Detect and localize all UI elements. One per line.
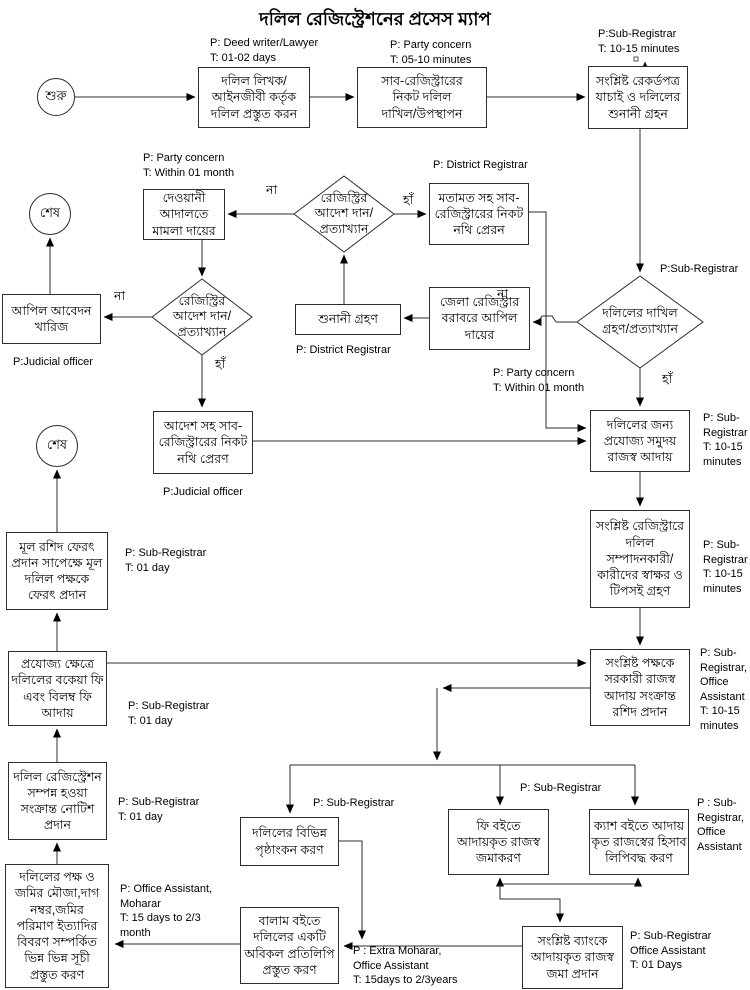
diagram-title: দলিল রেজিস্ট্রেশনের প্রসেস ম্যাপ	[259, 9, 491, 29]
annotation-district-reg-top: P: District Registrar	[433, 159, 528, 171]
annotation-party-appeal: P: Party concern T: Within 01 month	[493, 367, 585, 394]
decision-registry-order-1	[294, 176, 394, 252]
node-submit-deed: সাব-রেজিস্ট্রারের নিকট দলিল দাখিল/উপস্থা…	[357, 67, 487, 128]
annotation-office-moharar: P: Office Assistant, Moharar T: 15 days …	[120, 883, 213, 939]
node-bank-deposit: সংশ্লিষ্ট ব্যাংকে আদায়কৃত রাজস্ব জমা প্…	[522, 926, 623, 989]
annotation-subreg-revenue: P: Sub- Registrar T: 10-15 minutes	[703, 412, 748, 468]
annotation-subreg-cashbook: P : Sub- Registrar, Office Assistant	[697, 797, 745, 853]
branch-no-order1: না	[266, 183, 278, 197]
node-appeal-dismissed: আপিল আবেদন খারিজ	[2, 294, 101, 344]
edge-decision-no-to-appeal	[532, 316, 577, 326]
annotation-deed-writer: P: Deed writer/Lawyer T: 01-02 days	[210, 37, 319, 64]
node-fee-book: ফি বইতে আদায়কৃত রাজস্ব জমাকরণ	[448, 809, 549, 875]
node-send-opinion: মতামত সহ সাব- রেজিস্ট্রারের নিকট নথি প্র…	[429, 183, 529, 245]
node-send-order: আদেশ সহ সাব- রেজিস্ট্রারের নিকট নথি প্রে…	[153, 411, 253, 474]
node-prepare-deed: দলিল লিখক/ আইনজীবী কর্তৃক দলিল প্রস্তুত …	[198, 67, 310, 128]
decision-registry-order-2	[152, 279, 252, 355]
node-due-fees: প্রযোজ্য ক্ষেত্রে দলিলের বকেয়া ফি এবং ব…	[8, 651, 107, 726]
artifact-square	[634, 57, 638, 61]
branch-yes-order1: হাঁ	[403, 193, 414, 207]
end-terminator-mid: শেষ	[36, 425, 78, 467]
annotation-subreg-receipt: P: Sub- Registrar, Office Assistant T: 1…	[700, 647, 748, 732]
annotation-judicial-2: P:Judicial officer	[163, 486, 243, 498]
annotation-subreg-due: P: Sub-Registrar T: 01 day	[128, 700, 210, 727]
node-endorsement: দলিলের বিভিন্ন পৃষ্ঠাংকন করণ	[240, 817, 339, 866]
edge-endorsement-to-balamline	[339, 841, 366, 940]
node-cash-book: ক্যাশ বইতে আদায় কৃত রাজস্বের হিসাব লিপি…	[589, 809, 689, 875]
end-terminator-top: শেষ	[29, 193, 71, 235]
annotation-extra-moharar: P : Extra Moharar, Office Assistant T: 1…	[353, 945, 458, 987]
start-terminator: শুরু	[37, 78, 75, 116]
node-verify-records: সংশ্লিষ্ট রেকর্ডপত্র যাচাই ও দলিলের শুনা…	[588, 66, 688, 129]
node-return-deed: মূল রশিদ ফেরৎ প্রদান সাপেক্ষে মূল দলিল প…	[6, 532, 108, 610]
annotation-subreg-notice: P: Sub-Registrar T: 01 day	[118, 796, 200, 823]
decision-accept-reject	[577, 276, 703, 368]
node-issue-receipt: সংশ্লিষ্ট পক্ষকে সরকারী রাজস্ব আদায় সংক…	[590, 649, 690, 726]
annotation-subreg-return: P: Sub-Registrar T: 01 day	[125, 547, 207, 574]
node-notice-complete: দলিল রেজিস্ট্রেশন সম্পন্ন হওয়া সংক্রান্…	[8, 762, 107, 840]
annotation-party-court: P: Party concern T: Within 01 month	[143, 152, 235, 179]
annotation-judicial-1: P:Judicial officer	[13, 356, 93, 368]
branch-yes-accept: হাঁ	[662, 372, 673, 386]
branch-yes-order2: হাঁ	[215, 357, 226, 371]
edge-merge-to-bank	[500, 884, 564, 923]
annotation-subreg-hearing: P:Sub-Registrar T: 10-15 minutes	[598, 28, 680, 55]
branch-no-order2: না	[114, 289, 126, 303]
node-indexes: দলিলের পক্ষ ও জমির মৌজা,দাগ নম্বর,জমির প…	[5, 864, 109, 988]
annotation-subreg-feebook: P: Sub-Registrar	[520, 782, 602, 794]
branch-no-accept: না	[497, 287, 509, 301]
annotation-subreg-bank: P: Sub-Registrar Office Assistant T: 01 …	[630, 930, 712, 972]
edge-opinion-to-revenue	[529, 212, 587, 432]
annotation-district-reg-hearing: P: District Registrar	[296, 344, 391, 356]
node-balam-copy: বালাম বইতে দলিলের একটি অবিকল প্রতিলিপি প…	[240, 907, 339, 984]
node-civil-court: দেওয়ানী আদালতে মামলা দায়ের	[143, 189, 225, 240]
annotation-party-submit: P: Party concern T: 05-10 minutes	[390, 39, 472, 66]
node-collect-revenue: দলিলের জন্য প্রযোজ্য সমুদয় রাজস্ব আদায়	[590, 410, 690, 472]
node-signatures: সংশ্লিষ্ট রেজিস্ট্রারে দলিল সম্পাদনকারী/…	[590, 510, 690, 608]
annotation-subreg-signature: P: Sub- Registrar T: 10-15 minutes	[703, 539, 748, 595]
node-appeal-district: জেলা রেজিস্ট্রার বরাবরে আপিল দায়ের	[429, 287, 530, 350]
annotation-subreg-endorse: P: Sub-Registrar	[313, 797, 395, 809]
node-hearing: শুনানী গ্রহণ	[295, 304, 401, 335]
annotation-subreg-decision: P:Sub-Registrar	[660, 263, 739, 275]
